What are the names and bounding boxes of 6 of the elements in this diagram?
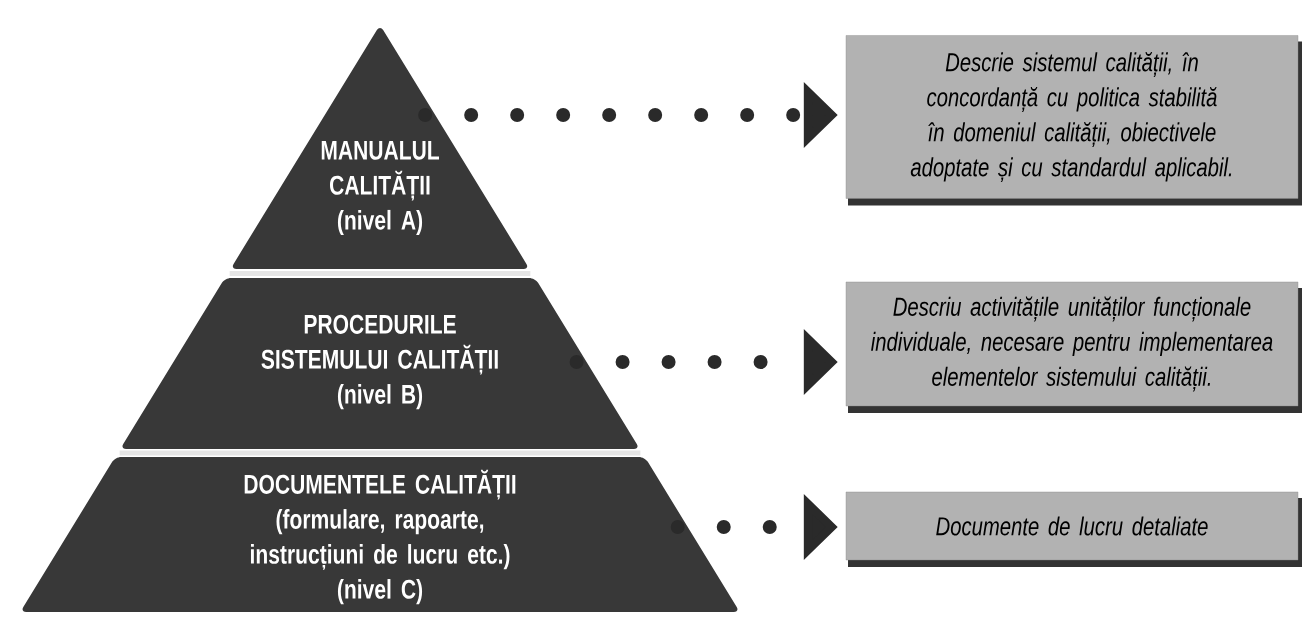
description-box: Documente de lucru detaliate	[845, 491, 1302, 567]
pyramid-level: PROCEDURILE SISTEMULUI CALITĂȚII (nivel B)	[122, 278, 638, 449]
pyramid-level: MANUALUL CALITĂȚII (nivel A)	[232, 28, 528, 269]
description-box: Descrie sistemul calității, în concordanță cu politica stabilită în domeniul calității, obiectivele adoptate și cu standardul aplicabil.	[845, 35, 1302, 206]
description-box: Descriu activitățile unităților funcționale individuale, necesare pentru implementarea elementelor sistemului calității.	[845, 281, 1302, 413]
pyramid-level: DOCUMENTELE CALITĂȚII (formulare, rapoarte, instrucțiuni de lucru etc.) (nivel C)	[22, 457, 738, 612]
